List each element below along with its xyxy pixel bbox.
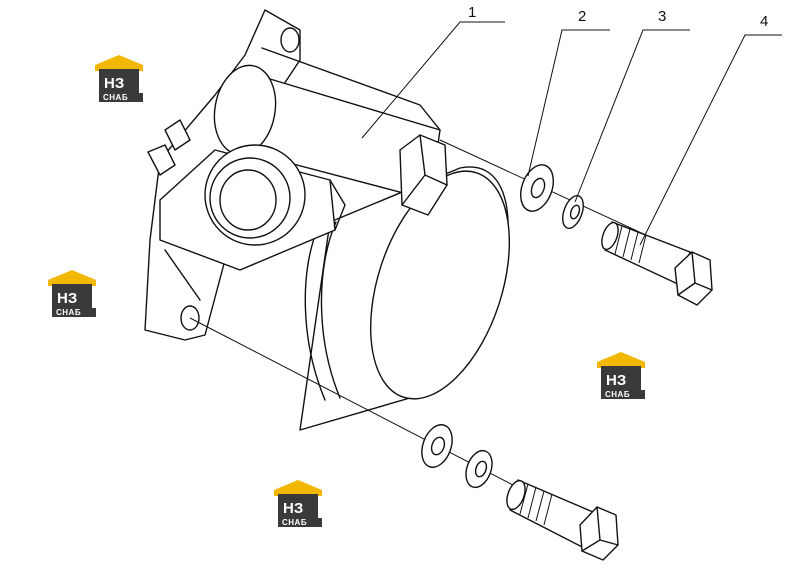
washer-lower <box>421 424 453 468</box>
lock-washer-part-3-upper <box>562 195 584 229</box>
watermark-logo: НЗ СНАБ <box>274 480 322 527</box>
svg-text:НЗ: НЗ <box>606 372 626 389</box>
bolt-part-4-upper <box>601 221 713 306</box>
lock-washer-lower <box>465 449 493 489</box>
svg-text:СНАБ: СНАБ <box>103 93 128 102</box>
svg-text:СНАБ: СНАБ <box>605 390 630 399</box>
callout-2: 2 <box>578 8 586 25</box>
svg-text:НЗ: НЗ <box>104 75 124 92</box>
callout-3: 3 <box>658 8 666 25</box>
washer-part-2-upper <box>519 164 555 212</box>
watermark-logo: НЗ СНАБ <box>95 55 143 102</box>
bolt-lower <box>506 479 619 561</box>
callout-1: 1 <box>468 4 476 21</box>
svg-text:НЗ: НЗ <box>283 500 303 517</box>
watermark-logo: НЗ СНАБ <box>597 352 645 399</box>
housing-part-1 <box>144 9 511 431</box>
svg-text:СНАБ: СНАБ <box>282 518 307 527</box>
svg-text:СНАБ: СНАБ <box>56 308 81 317</box>
callout-4: 4 <box>760 13 768 30</box>
watermark-logo: НЗ СНАБ <box>48 270 96 317</box>
svg-text:НЗ: НЗ <box>57 290 77 307</box>
callout-leaders <box>361 21 782 246</box>
